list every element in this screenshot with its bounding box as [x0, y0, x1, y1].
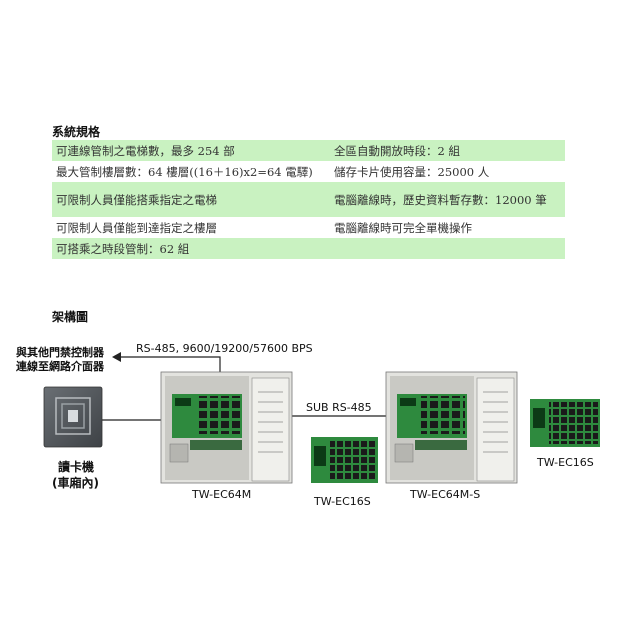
spec-row: 可搭乘之時段管制：62 組 [52, 238, 565, 259]
spec-cell-right: 儲存卡片使用容量：25000 人 [330, 161, 565, 182]
spec-cell-right: 電腦離線時，歷史資料暫存數：12000 筆 [330, 182, 565, 217]
spec-cell-left: 可限制人員僅能搭乘指定之電梯 [52, 182, 330, 217]
spec-row: 可連線管制之電梯數，最多 254 部 全區自動開放時段：2 組 [52, 140, 565, 161]
spec-row: 可限制人員僅能到達指定之樓層 電腦離線時可完全單機操作 [52, 217, 565, 238]
controller-main-label: TW-EC64M [192, 488, 252, 501]
controller-sub-icon [385, 371, 518, 484]
spec-cell-left: 可限制人員僅能到達指定之樓層 [52, 217, 330, 238]
spec-row: 可限制人員僅能搭乘指定之電梯 電腦離線時，歷史資料暫存數：12000 筆 [52, 182, 565, 217]
gateway-label-line2: 連線至網路介面器 [16, 360, 104, 373]
gateway-label-line1: 與其他門禁控制器 [16, 346, 104, 359]
rs485-label: RS-485, 9600/19200/57600 BPS [136, 342, 313, 355]
sub-rs485-label: SUB RS-485 [306, 401, 372, 414]
expansion-board-1-label: TW-EC16S [314, 495, 371, 508]
spec-table: 可連線管制之電梯數，最多 254 部 全區自動開放時段：2 組 最大管制樓層數：… [52, 140, 565, 259]
expansion-board-2-label: TW-EC16S [537, 456, 594, 469]
spec-row: 最大管制樓層數：64 樓層((16＋16)x2=64 電驛) 儲存卡片使用容量：… [52, 161, 565, 182]
spec-cell-left: 最大管制樓層數：64 樓層((16＋16)x2=64 電驛) [52, 161, 330, 182]
spec-cell-left: 可連線管制之電梯數，最多 254 部 [52, 140, 330, 161]
spec-cell-right [330, 238, 565, 259]
controller-main-icon [160, 371, 293, 484]
card-reader-label-line1: 讀卡機 [58, 460, 95, 474]
rs485-arrow-icon [112, 352, 121, 362]
spec-section-title: 系統規格 [52, 125, 101, 139]
architecture-section-title: 架構圖 [52, 310, 89, 324]
rs485-line [115, 356, 221, 372]
card-reader-label-line2: (車廂內) [52, 476, 99, 490]
spec-cell-left: 可搭乘之時段管制：62 組 [52, 238, 330, 259]
spec-cell-right: 電腦離線時可完全單機操作 [330, 217, 565, 238]
connection-lines [102, 356, 386, 421]
expansion-board-2-icon [530, 399, 600, 447]
card-reader-icon [43, 386, 103, 448]
controller-sub-label: TW-EC64M-S [410, 488, 481, 501]
expansion-board-1-icon [311, 437, 378, 483]
spec-cell-right: 全區自動開放時段：2 組 [330, 140, 565, 161]
